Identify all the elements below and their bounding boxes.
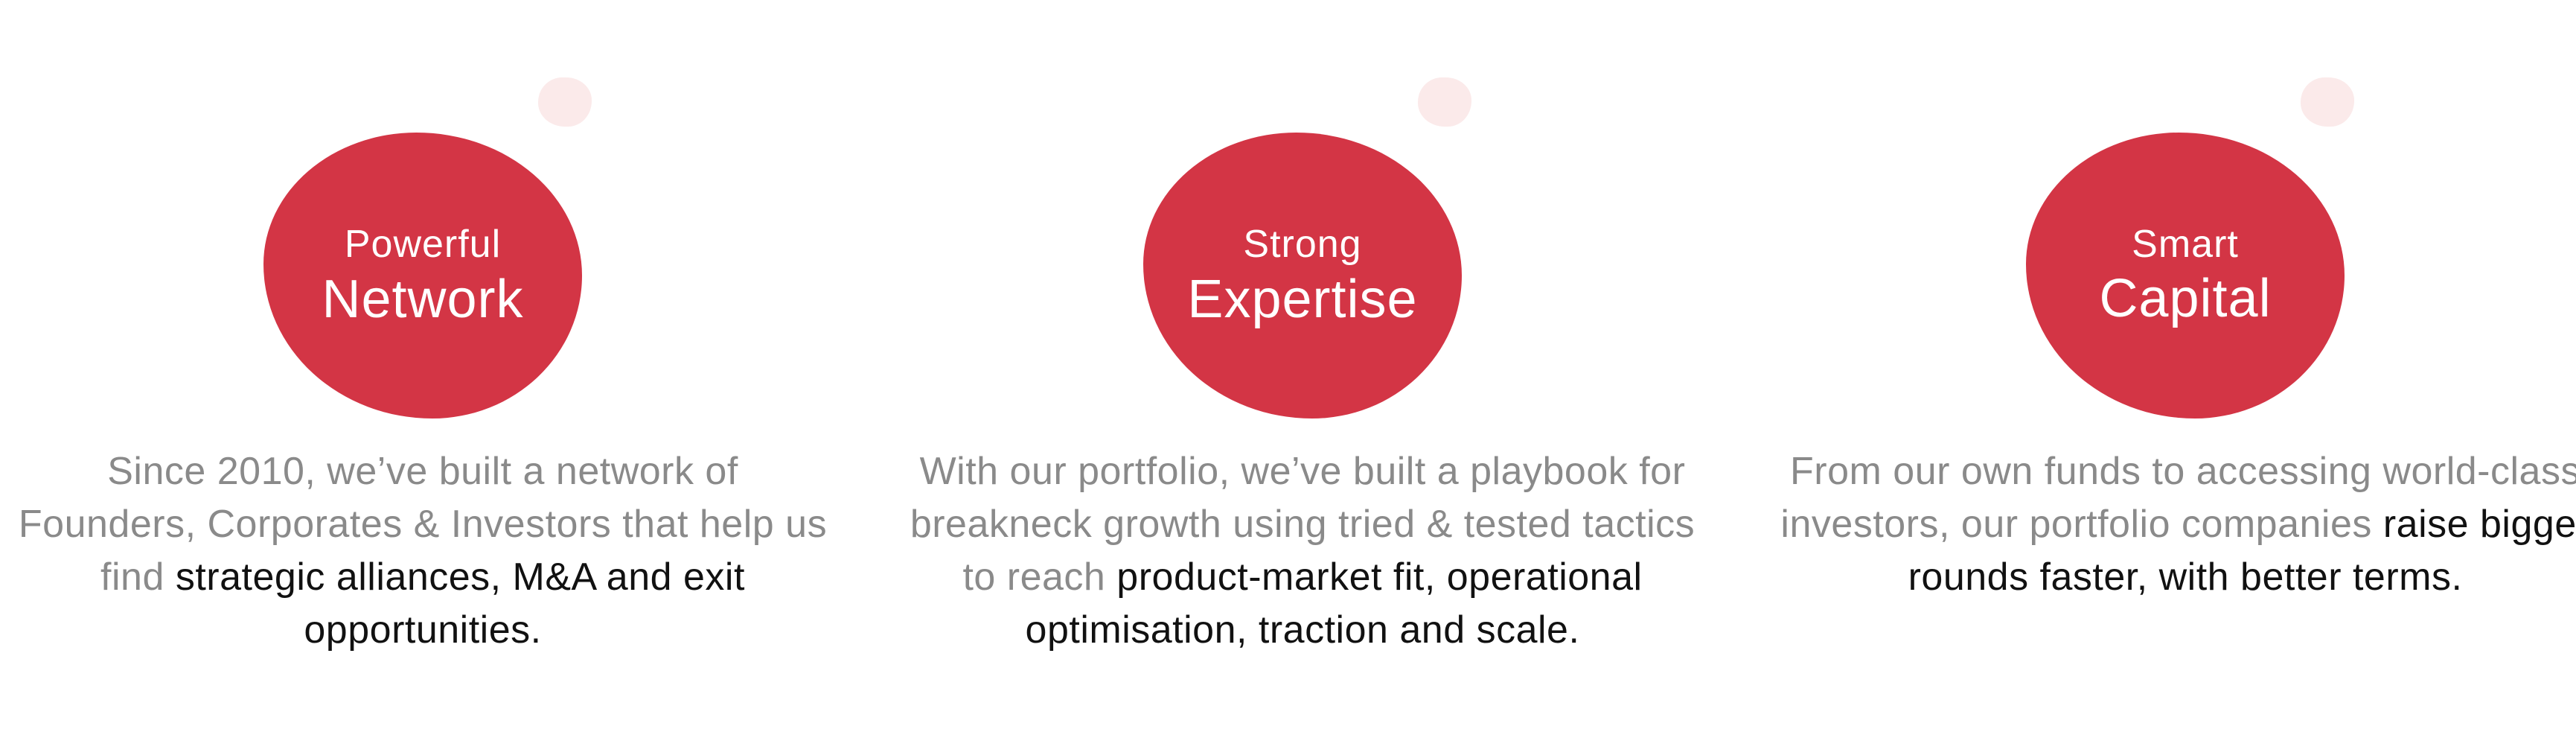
- description-muted-text: From our own funds to accessing world-cl…: [1780, 450, 2576, 546]
- decorative-dot: [1418, 77, 1471, 127]
- feature-smart-capital: Smart Capital From our own funds to acce…: [1776, 0, 2576, 732]
- feature-title-small: Strong: [1243, 223, 1362, 266]
- description-highlight-text: product-market fit, operational optimisa…: [1025, 556, 1643, 652]
- description-muted-text: Since 2010, we’ve built a network of Fou…: [18, 450, 828, 599]
- feature-title-large: Network: [322, 270, 524, 329]
- feature-description: Since 2010, we’ve built a network of Fou…: [13, 445, 832, 657]
- decorative-dot: [2301, 77, 2354, 127]
- feature-badge: Powerful Network: [263, 133, 582, 418]
- description-muted-text: With our portfolio, we’ve built a playbo…: [910, 450, 1696, 599]
- feature-title-small: Smart: [2132, 223, 2239, 266]
- feature-strong-expertise: Strong Expertise With our portfolio, we’…: [893, 0, 1712, 732]
- description-highlight-text: strategic alliances, M&A and exit opport…: [175, 556, 745, 652]
- feature-title-large: Capital: [2099, 269, 2272, 328]
- feature-badge: Smart Capital: [2026, 133, 2345, 418]
- feature-title-small: Powerful: [344, 223, 502, 266]
- decorative-dot: [538, 77, 592, 127]
- feature-powerful-network: Powerful Network Since 2010, we’ve built…: [13, 0, 832, 732]
- feature-badge: Strong Expertise: [1143, 133, 1462, 418]
- description-highlight-text: raise bigger rounds faster, with better …: [1908, 503, 2576, 599]
- feature-description: From our own funds to accessing world-cl…: [1776, 445, 2576, 604]
- feature-description: With our portfolio, we’ve built a playbo…: [893, 445, 1712, 657]
- feature-title-large: Expertise: [1187, 270, 1418, 329]
